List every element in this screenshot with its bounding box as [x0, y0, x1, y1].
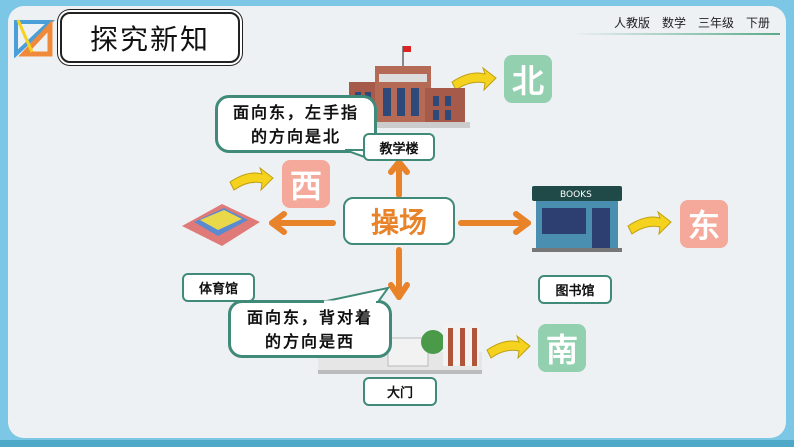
arrow-right	[458, 211, 531, 235]
direction-south: 南	[538, 324, 586, 372]
label-gymnasium: 体育馆	[182, 273, 255, 302]
bubble-north-line1: 面向东，左手指	[232, 103, 359, 122]
direction-west: 西	[282, 160, 330, 208]
subject: 数学	[661, 16, 686, 30]
bubble-west-line2: 的方向是西	[264, 332, 355, 351]
yellow-arrow-north	[451, 66, 497, 92]
label-library: 图书馆	[538, 275, 612, 304]
yellow-arrow-east	[627, 210, 672, 236]
bookstore-sign: BOOKS	[560, 190, 592, 200]
label-main-gate: 大门	[363, 377, 437, 406]
speech-bubble-west: 面向东，背对着 的方向是西	[228, 300, 392, 358]
stadium-image	[182, 204, 260, 246]
arrow-up	[388, 159, 410, 198]
bookstore-image: BOOKS	[532, 186, 622, 252]
edition: 人教版	[613, 16, 650, 30]
volume: 下册	[745, 16, 770, 30]
bubble-north-line2: 的方向是北	[250, 127, 341, 146]
center-playground: 操场	[343, 197, 455, 245]
bottom-bar	[0, 440, 794, 447]
bubble-west-line1: 面向东，背对着	[246, 308, 373, 327]
yellow-arrow-west	[229, 166, 274, 192]
header-underline	[570, 33, 780, 35]
direction-east: 东	[680, 200, 728, 248]
speech-bubble-north: 面向东，左手指 的方向是北	[215, 95, 377, 153]
page-title: 探究新知	[60, 12, 240, 63]
triangle-ruler-logo-icon	[14, 19, 56, 58]
grade: 三年级	[697, 16, 734, 30]
yellow-arrow-south	[486, 334, 531, 360]
label-teaching-building: 教学楼	[363, 133, 435, 161]
arrow-left	[269, 211, 336, 235]
arrow-down	[388, 247, 410, 300]
direction-north: 北	[504, 55, 552, 103]
bubble-tail-west	[321, 286, 390, 304]
course-info: 人教版数学三年级下册	[602, 14, 770, 31]
